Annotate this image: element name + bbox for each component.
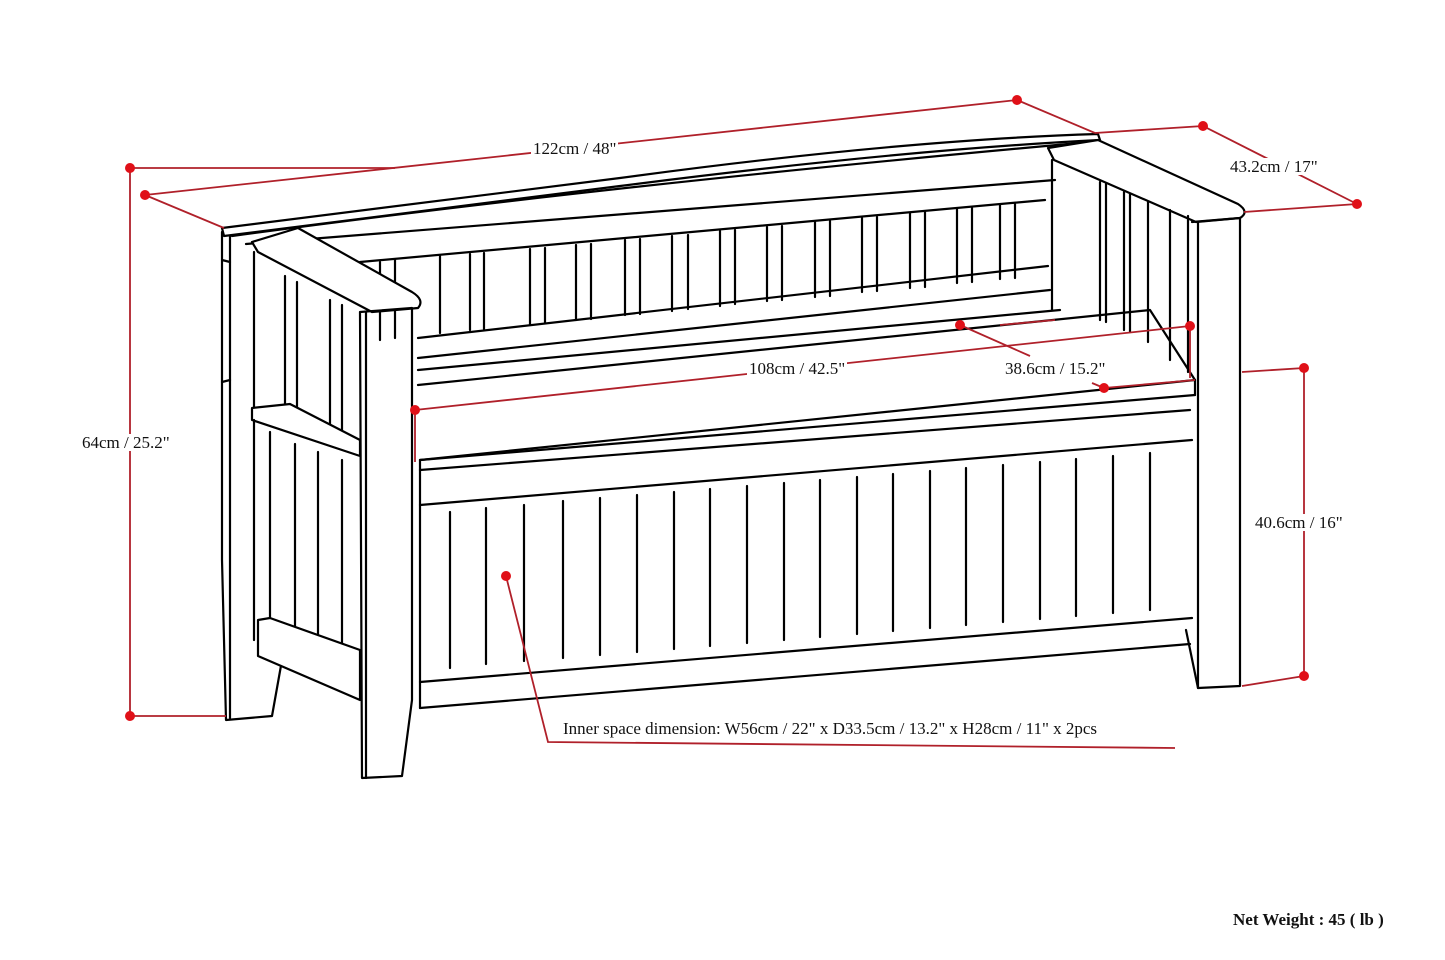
overall-height-label: 64cm / 25.2"	[80, 433, 172, 452]
seat-height-label: 40.6cm / 16"	[1253, 513, 1345, 532]
net-weight-label: Net Weight : 45 ( lb )	[1233, 910, 1384, 929]
seat-depth-dimension-line	[959, 324, 1031, 357]
seat-depth-label: 38.6cm / 15.2"	[1005, 359, 1106, 378]
overall-width-label: 122cm / 48"	[531, 139, 619, 158]
inner-space-label: Inner space dimension: W56cm / 22" x D33…	[563, 719, 1098, 738]
inner-space-leader-line	[505, 575, 1176, 749]
front-slats	[448, 451, 1152, 670]
back-slats	[378, 202, 1017, 342]
bench-drawing	[220, 132, 1246, 780]
depth-dimension-line	[1094, 125, 1204, 134]
seat-width-label: 108cm / 42.5"	[747, 359, 848, 378]
overall-depth-label: 43.2cm / 17"	[1228, 157, 1320, 176]
